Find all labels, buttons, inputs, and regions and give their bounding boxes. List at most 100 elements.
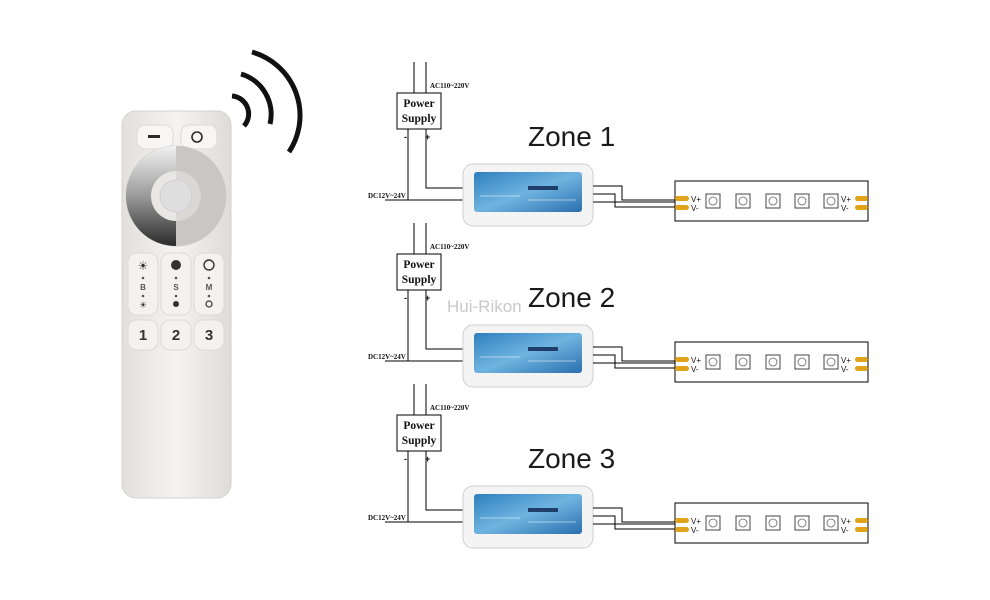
output-wire	[593, 185, 676, 201]
led-chip	[765, 354, 781, 370]
zone-title: Zone 2	[528, 282, 615, 313]
led-chip-lens	[797, 518, 807, 528]
zone-1-button-label: 1	[139, 327, 147, 344]
output-wire	[593, 193, 676, 208]
led-chip-lens	[738, 357, 748, 367]
power-supply-box	[396, 253, 442, 291]
connector-pad	[855, 196, 868, 201]
remote-control: ☀ B S M ☀ 1 2 3	[121, 110, 232, 499]
led-chip	[823, 193, 839, 209]
zone-3-button[interactable]	[193, 319, 225, 351]
strip-vplus-right: V+	[841, 195, 851, 204]
power-supply-box	[396, 92, 442, 130]
remote-on-button[interactable]	[180, 124, 218, 150]
remote-touch-wheel[interactable]	[125, 145, 227, 247]
small-speed-icon	[173, 301, 179, 307]
controller-stripe	[528, 186, 558, 190]
minus-terminal-label: -	[404, 293, 407, 303]
remote-label-s: S	[173, 283, 179, 292]
led-chip	[735, 354, 751, 370]
ac-voltage-label: AC110~220V	[430, 243, 469, 251]
connector-pad	[675, 205, 689, 210]
strip-vminus-right: V-	[841, 204, 849, 213]
strip-vminus-left: V-	[691, 526, 699, 535]
connector-pad	[855, 527, 868, 532]
remote-label-b: B	[140, 283, 146, 292]
dot-icon	[141, 294, 145, 298]
led-chip	[794, 193, 810, 209]
sun-icon: ☀	[138, 259, 149, 273]
led-chip	[794, 515, 810, 531]
speed-icon	[171, 260, 181, 270]
led-chip-lens	[768, 196, 778, 206]
small-sun-icon: ☀	[139, 300, 147, 310]
led-chip	[765, 193, 781, 209]
led-chip	[705, 515, 721, 531]
led-chip-lens	[708, 357, 718, 367]
led-chip-lens	[768, 357, 778, 367]
power-supply-label-line1: Power	[403, 98, 434, 110]
zone-title: Zone 3	[528, 443, 615, 474]
controller-label-panel	[474, 494, 582, 534]
led-chip-lens	[797, 196, 807, 206]
controller-label-panel	[474, 172, 582, 212]
led-chip-lens	[826, 196, 836, 206]
led-chip-lens	[738, 518, 748, 528]
led-chip	[735, 193, 751, 209]
power-supply-label-line1: Power	[403, 259, 434, 271]
zone-2-button[interactable]	[160, 319, 192, 351]
connector-pad	[675, 366, 689, 371]
small-mode-icon	[205, 300, 213, 308]
mode-button[interactable]	[193, 252, 225, 316]
brightness-button[interactable]	[127, 252, 159, 316]
led-chip	[705, 354, 721, 370]
output-wire	[593, 507, 676, 523]
minus-icon	[148, 135, 160, 138]
strip-vminus-right: V-	[841, 365, 849, 374]
dot-icon	[207, 276, 211, 280]
led-chip	[765, 515, 781, 531]
led-chip	[735, 515, 751, 531]
watermark: Hui-Rikon	[447, 297, 522, 316]
output-wire	[593, 354, 676, 369]
led-chip-lens	[768, 518, 778, 528]
led-chip-lens	[708, 196, 718, 206]
connector-pad	[675, 518, 689, 523]
dc-voltage-label: DC12V~24V	[368, 353, 406, 361]
led-chip-lens	[708, 518, 718, 528]
power-supply-box	[396, 414, 442, 452]
minus-terminal-label: -	[404, 454, 407, 464]
dc-voltage-label: DC12V~24V	[368, 192, 406, 200]
led-chip	[705, 193, 721, 209]
connector-pad	[855, 357, 868, 362]
output-wire	[593, 515, 676, 530]
dc-positive-wire	[425, 451, 468, 511]
power-circle-icon	[191, 131, 203, 143]
strip-vplus-left: V+	[691, 517, 701, 526]
led-chip	[823, 354, 839, 370]
minus-terminal-label: -	[404, 132, 407, 142]
speed-button[interactable]	[160, 252, 192, 316]
plus-terminal-label: +	[425, 132, 430, 142]
strip-vminus-left: V-	[691, 365, 699, 374]
dc-positive-wire	[425, 129, 468, 189]
led-chip-lens	[826, 518, 836, 528]
ac-voltage-label: AC110~220V	[430, 404, 469, 412]
dc-voltage-label: DC12V~24V	[368, 514, 406, 522]
remote-mode-row: ☀ B S M ☀	[127, 252, 225, 316]
connector-pad	[855, 205, 868, 210]
zone-1-button[interactable]	[127, 319, 159, 351]
strip-vminus-right: V-	[841, 526, 849, 535]
connector-pad	[855, 366, 868, 371]
power-supply-label-line2: Supply	[402, 435, 437, 447]
strip-vplus-left: V+	[691, 195, 701, 204]
wheel-center-button[interactable]	[159, 179, 193, 213]
strip-vplus-left: V+	[691, 356, 701, 365]
dc-positive-wire	[425, 290, 468, 350]
connector-pad	[675, 527, 689, 532]
plus-terminal-label: +	[425, 454, 430, 464]
dc-negative-wire	[407, 451, 468, 523]
